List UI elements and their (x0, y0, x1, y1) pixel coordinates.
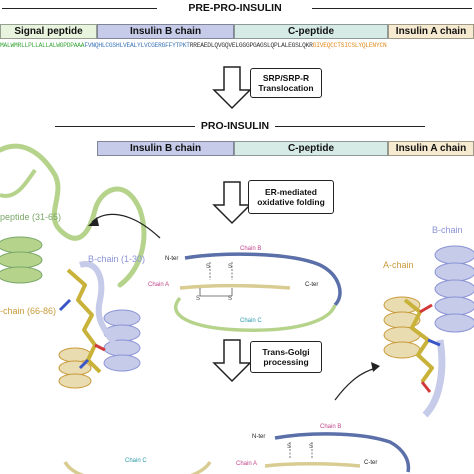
schematic2-chain-a (264, 462, 361, 468)
schematic2-label-chain-a: Chain A (236, 461, 258, 467)
title-rule-right (312, 8, 472, 9)
schematic1-label-chain-b: Chain B (240, 246, 262, 252)
cpeptide-helix (0, 236, 43, 284)
down-arrow-1 (212, 66, 252, 110)
schematic2-s1: S (287, 444, 292, 450)
amino-acid-sequence: MALWMRLLPLLALLALWGPDPAAAFVNQHLCGSHLVEALY… (0, 42, 474, 49)
label-achain-right: A-chain (383, 260, 414, 270)
bchain-strand-left (79, 261, 118, 347)
schematic1-label-cter: C-ter (305, 282, 319, 288)
pro-segment-insulin-b-chain: Insulin B chain (97, 141, 234, 156)
sequence-bchain: FVNQHLCGSHLVEALYLVCGERGFFYTPKT (84, 42, 190, 49)
sequence-signal: MALWMRLLPLLALLALWGPDPAAA (0, 42, 85, 49)
bchain-helix-right (434, 245, 474, 333)
pro-segment-c-peptide: C-peptide (234, 141, 388, 156)
title-rule-left (2, 8, 157, 9)
schematic1-s1: S (206, 264, 211, 270)
step-1-line-2: Translocation (258, 83, 314, 93)
cpeptide-loop-2 (0, 168, 37, 198)
pro-title-rule-left (55, 126, 195, 127)
sequence-cpeptide: RREAEDLQVGQVELGGGPGAGSLQPLALEGSLQKR (189, 42, 313, 49)
schematic2-label-nter: N-ter (252, 434, 266, 440)
pro-title-rule-right (275, 126, 425, 127)
schematic1-chain-b (184, 252, 342, 307)
schematic1-s4: S (228, 296, 233, 302)
schematic2-chain-b (274, 432, 411, 473)
schematic1-s2: S (228, 264, 233, 270)
achain-helix-right (383, 296, 421, 359)
step-3-line-1: Trans-Golgi (262, 347, 310, 357)
segment-insulin-b-chain: Insulin B chain (97, 24, 234, 39)
schematic1-label-chain-a: Chain A (148, 282, 170, 288)
schematic2-s2: S (309, 444, 314, 450)
schematic1-chain-c (173, 296, 337, 332)
down-arrow-3 (212, 339, 252, 383)
bchain-strand-right (422, 339, 446, 418)
step-translocation-box: SRP/SRP-R Translocation (250, 68, 322, 98)
schematic1-label-nter: N-ter (165, 256, 179, 262)
schematic1-label-chain-c: Chain C (240, 318, 262, 324)
pre-pro-insulin-title: PRE-PRO-INSULIN (188, 2, 282, 14)
label-bchain-left: B-chain (1-30) (88, 254, 146, 264)
step-2-line-1: ER-mediated (265, 187, 317, 197)
step-2-line-2: oxidative folding (257, 197, 325, 207)
step-er-folding-box: ER-mediated oxidative folding (248, 180, 334, 214)
pro-insulin-title: PRO-INSULIN (200, 120, 270, 132)
step-1-line-1: SRP/SRP-R (262, 73, 310, 83)
step-trans-golgi-box: Trans-Golgi processing (250, 341, 322, 373)
segment-c-peptide: C-peptide (234, 24, 388, 39)
schematic2-label-chain-c: Chain C (125, 458, 147, 464)
label-cpeptide-left: peptide (31-65) (0, 212, 62, 222)
sequence-achain: GIVEQCCTSICSLYQLENYCN (312, 42, 387, 49)
disulfide-sticks-left (66, 268, 102, 374)
schematic1-s3: S (196, 296, 201, 302)
segment-signal-peptide: Signal peptide (0, 24, 97, 39)
label-bchain-right: B-chain (432, 225, 463, 235)
step-3-line-2: processing (263, 357, 309, 367)
schematic2-label-chain-b: Chain B (320, 424, 342, 430)
label-achain-left: -chain (66-86) (0, 306, 57, 316)
down-arrow-2 (212, 181, 252, 225)
schematic1-chain-a (179, 284, 291, 290)
cpeptide-loop (0, 143, 147, 288)
schematic2-label-cter: C-ter (364, 460, 378, 466)
